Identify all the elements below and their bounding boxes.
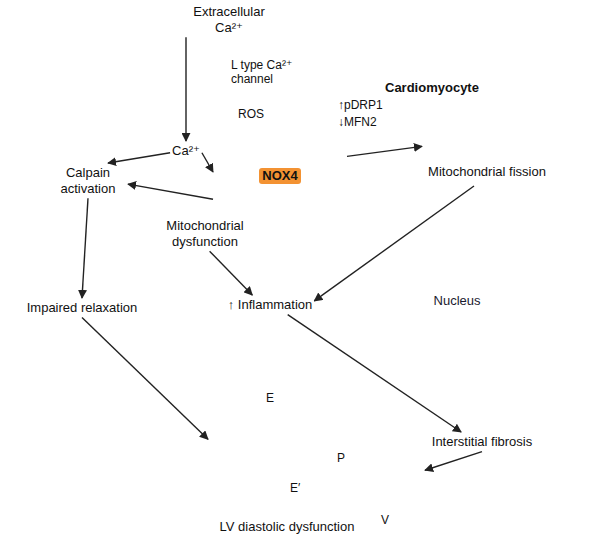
annotation-label: L type Ca²⁺ channel (231, 58, 303, 87)
arrow-connector (288, 315, 461, 432)
cell-shape (0, 0, 603, 410)
process-node: Calpain activation (48, 163, 128, 198)
node-text: LV diastolic dysfunction (212, 519, 362, 535)
mitochondrion: NOX4 (213, 133, 347, 211)
arrow-connector (82, 198, 88, 298)
arrow-connector (108, 153, 170, 163)
ion-node: Ca²⁺ (170, 141, 202, 161)
arrow-connector (128, 184, 213, 199)
node-text: Extracellular Ca²⁺ (190, 4, 268, 35)
calcium-channel (154, 33, 220, 117)
cell-outline: CardiomyocyteCa²⁺Calpain activationNOX4M… (0, 0, 603, 410)
annotation-label: ↑pDRP1 (338, 98, 383, 112)
arrow-connector (210, 251, 253, 295)
label-holder: ROS (238, 107, 264, 121)
annotation-label: ↓MFN2 (338, 115, 377, 129)
annotation-label: P (337, 451, 345, 465)
process-node: ↑ Inflammation (226, 295, 315, 315)
node-text: Cardiomyocyte (385, 80, 479, 96)
process-node: Interstitial fibrosis (430, 432, 534, 452)
label-holder: P (337, 451, 345, 465)
label-holder: E′ (290, 481, 300, 495)
arrow-connector (202, 153, 213, 172)
arrow-connector (314, 186, 474, 301)
label-holder: ↑pDRP1 (338, 98, 383, 112)
node-text: Nucleus (434, 293, 481, 309)
label-holder: ↓MFN2 (338, 115, 377, 129)
annotation-label: E (266, 391, 274, 405)
node-text: Calpain activation (50, 165, 126, 196)
node-text: NOX4 (259, 168, 300, 184)
annotation-label: E′ (290, 481, 300, 495)
annotation-label: ROS (238, 107, 264, 121)
label-holder: E (266, 391, 274, 405)
node-text: Impaired relaxation (27, 300, 138, 316)
node-text: Mitochondrial dysfunction (161, 218, 249, 249)
process-node: Impaired relaxation (25, 298, 140, 318)
node-text: Ca²⁺ (172, 143, 200, 159)
process-node: Mitochondrial dysfunction (159, 216, 251, 251)
label-holder: L type Ca²⁺ channel (231, 58, 303, 87)
node-text: ↑ Inflammation (228, 297, 313, 313)
nucleus-ellipse: Nucleus (402, 272, 512, 330)
arrow-connector (425, 452, 482, 471)
node-text: Interstitial fibrosis (432, 434, 532, 450)
lv-shape (208, 385, 425, 540)
ros-up-arrow (220, 102, 236, 125)
arrow-connector (185, 37, 186, 141)
fission-illustration: Mitochondrial fission (422, 98, 552, 186)
lv-graph-group: LV diastolic dysfunction (208, 385, 425, 540)
arrow-connector (347, 146, 422, 156)
label-holder: V (381, 513, 389, 527)
annotation-label: V (381, 513, 389, 527)
node-text: Mitochondrial fission (422, 164, 552, 180)
extracellular-node: Extracellular Ca²⁺ (178, 2, 270, 37)
arrow-connector (82, 318, 208, 440)
